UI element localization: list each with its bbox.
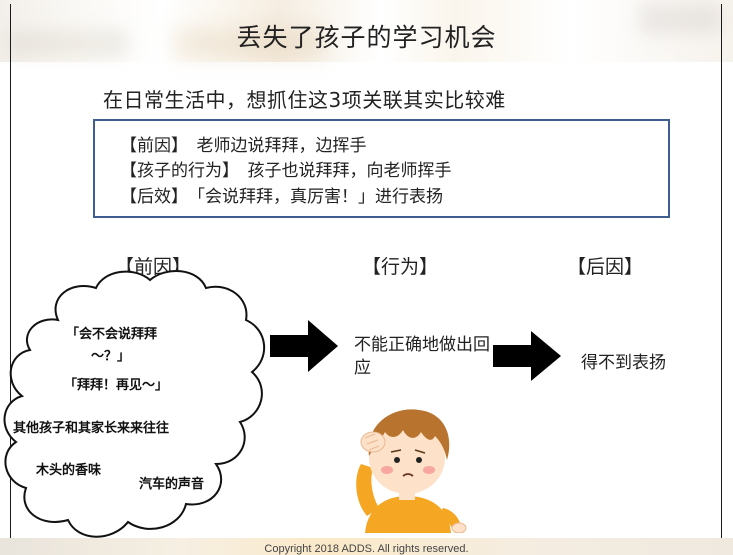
- footer-band: [0, 538, 733, 555]
- result-text: 得不到表扬: [581, 353, 666, 373]
- slide-frame: [10, 4, 722, 548]
- confused-boy-icon: [356, 409, 467, 533]
- header-band: [0, 0, 733, 62]
- cloud-text-6: 汽车的声音: [139, 477, 205, 492]
- box-line-behavior: 【孩子的行为】 孩子也说拜拜，向老师挥手: [120, 161, 452, 181]
- box-line-antecedent: 【前因】 老师边说拜拜，边挥手: [120, 136, 367, 156]
- right-arrow-icon: [270, 320, 338, 372]
- cloud-text-4: 其他孩子和其家长来来往往: [13, 421, 170, 436]
- copyright-text: Copyright 2018 ADDS. All rights reserved…: [264, 543, 469, 555]
- thought-cloud-icon: [3, 269, 266, 538]
- right-arrow-icon: [493, 331, 561, 381]
- header-behavior: 【行为】: [362, 256, 439, 278]
- cloud-text-5: 木头的香味: [36, 463, 102, 478]
- slide-title: 丢失了孩子的学习机会: [236, 23, 497, 52]
- cloud-text-3: 「拜拜！再见～」: [64, 378, 169, 393]
- box-line-consequence: 【后效】 「会说拜拜，真厉害！」进行表扬: [120, 187, 443, 207]
- slide-subtitle: 在日常生活中，想抓住这3项关联其实比较难: [103, 88, 506, 112]
- cloud-text-2: ～？」: [91, 349, 131, 364]
- example-box: 【前因】 老师边说拜拜，边挥手 【孩子的行为】 孩子也说拜拜，向老师挥手 【后效…: [93, 119, 670, 218]
- behavior-text: 不能正确地做出回应: [354, 335, 490, 378]
- cloud-text-1: 「会不会说拜拜: [66, 327, 158, 342]
- header-consequence: 【后因】: [567, 256, 644, 278]
